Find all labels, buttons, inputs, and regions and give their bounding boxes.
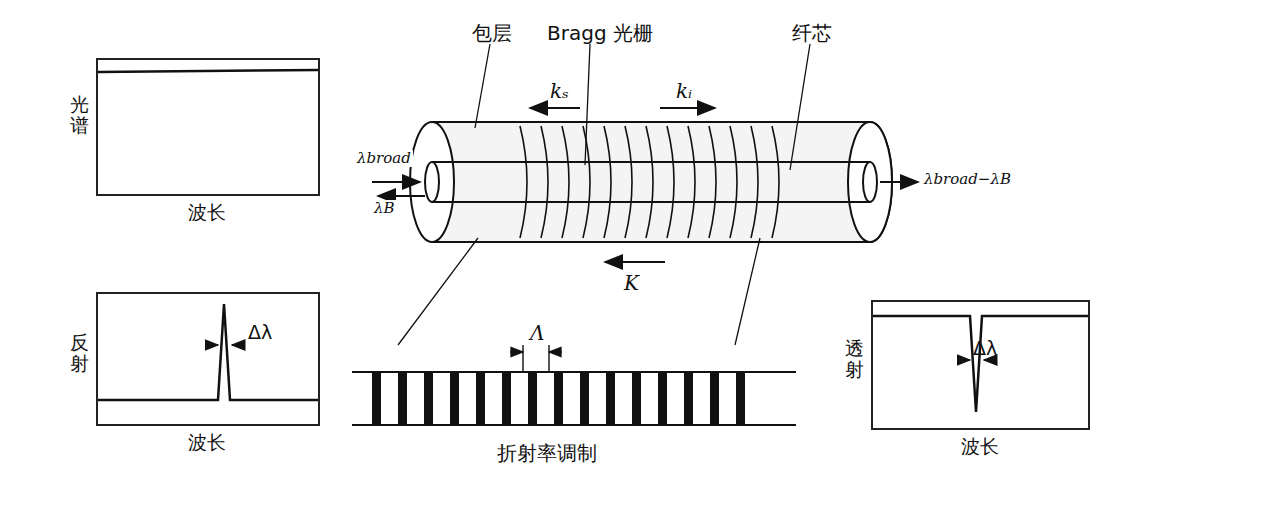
modulation-bar <box>554 372 563 425</box>
part-label: kₛ <box>548 80 571 102</box>
plot-frame: 透射波长Δλ <box>871 300 1090 430</box>
part-label: λB <box>372 200 397 217</box>
plot-border <box>96 292 320 426</box>
axis-label: 波长 <box>188 202 226 223</box>
grating-line <box>646 126 653 238</box>
grating-line <box>688 126 695 238</box>
grating-line <box>520 126 527 238</box>
modulation-bar <box>450 372 459 425</box>
part-label: λbroad <box>355 150 413 167</box>
transmit-curve <box>873 316 1088 412</box>
part-label: λbroad−λB <box>922 171 1013 188</box>
grating-line <box>604 126 611 238</box>
grating-line <box>562 126 569 238</box>
part-label: 包层 <box>470 22 514 44</box>
modulation-bar <box>736 372 745 425</box>
grating-line <box>709 126 716 238</box>
modulation-bar <box>710 372 719 425</box>
plot-border <box>96 58 320 196</box>
width-label: Δλ <box>248 322 272 343</box>
plot-frame: 光谱波长 <box>96 58 320 196</box>
axis-label: 波长 <box>961 436 999 457</box>
modulation-bar <box>658 372 667 425</box>
modulation-bar <box>476 372 485 425</box>
part-label: Λ <box>528 322 546 344</box>
axis-label: 光谱 <box>70 94 89 136</box>
modulation-bar <box>424 372 433 425</box>
spectrum-line <box>98 70 318 72</box>
grating-line <box>772 126 779 238</box>
modulation-bar <box>502 372 511 425</box>
plot-frame: 反射波长Δλ <box>96 292 320 426</box>
grating-line <box>751 126 758 238</box>
part-label: 折射率调制 <box>495 442 599 464</box>
part-label: kᵢ <box>674 80 694 102</box>
grating-line <box>667 126 674 238</box>
part-label: 纤芯 <box>790 22 834 44</box>
index-modulation <box>352 372 796 425</box>
axis-label: 反射 <box>70 332 89 374</box>
modulation-bar <box>528 372 537 425</box>
grating-line <box>730 126 737 238</box>
part-label: Bragg 光栅 <box>545 22 655 44</box>
axis-label: 透射 <box>845 338 864 380</box>
grating-line <box>541 126 548 238</box>
modulation-bar <box>398 372 407 425</box>
reflect-curve <box>98 304 318 400</box>
fiber <box>410 122 892 242</box>
plot-border <box>871 300 1090 430</box>
modulation-bar <box>580 372 589 425</box>
width-label: Δλ <box>973 338 997 359</box>
modulation-bar <box>372 372 381 425</box>
grating-line <box>625 126 632 238</box>
modulation-bar <box>606 372 615 425</box>
modulation-bar <box>632 372 641 425</box>
modulation-bar <box>684 372 693 425</box>
part-label: K <box>622 272 641 294</box>
axis-label: 波长 <box>188 432 226 453</box>
